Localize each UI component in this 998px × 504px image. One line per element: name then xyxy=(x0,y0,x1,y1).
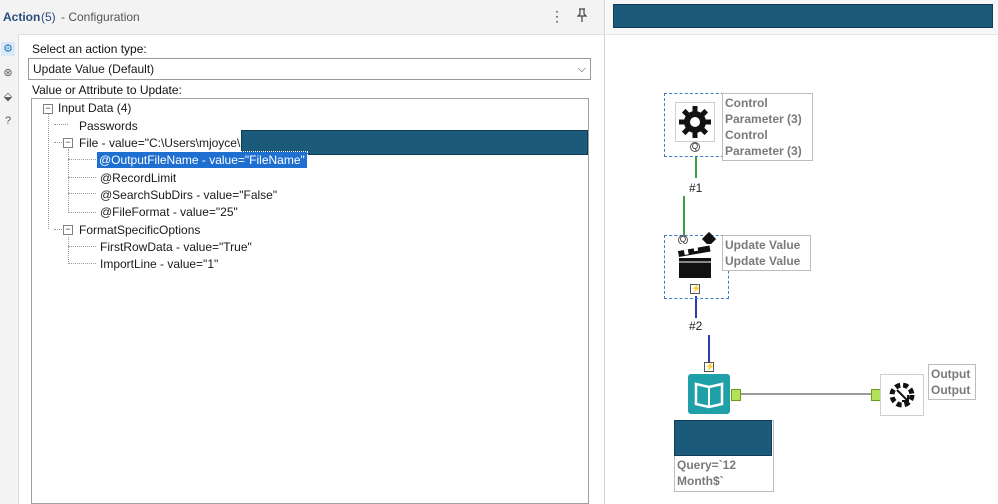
tree-line xyxy=(54,229,62,230)
tree-node-file-format[interactable]: @FileFormat - value="25" xyxy=(100,205,238,219)
gear-arrow-icon xyxy=(889,382,915,408)
help-icon[interactable]: ? xyxy=(4,115,12,127)
tree-node-passwords[interactable]: Passwords xyxy=(79,119,138,133)
redacted-block xyxy=(613,4,993,28)
tree-line xyxy=(68,212,96,213)
panel-header: Action (5) - Configuration ⋮ xyxy=(0,0,604,35)
pin-icon[interactable] xyxy=(574,8,590,24)
tree-line xyxy=(48,113,49,229)
tree-node-import-line[interactable]: ImportLine - value="1" xyxy=(100,257,219,271)
control-parameter-label: Control Parameter (3) Control Parameter … xyxy=(722,93,813,161)
attribute-tree: − Input Data (4) Passwords − File - valu… xyxy=(31,98,589,504)
lightning-anchor-icon[interactable]: ⚡ xyxy=(690,284,701,294)
side-rail: ⚙ ⊛ ⬙ ? xyxy=(0,34,19,504)
input-data-tool[interactable] xyxy=(688,374,730,414)
panel-subtitle: - Configuration xyxy=(61,10,140,24)
macro-output-tool[interactable] xyxy=(880,374,924,416)
connection-label-1: #1 xyxy=(689,181,703,195)
collapse-input-data-icon[interactable]: − xyxy=(43,104,53,114)
canvas-topbar xyxy=(606,0,998,35)
output-anchor-icon[interactable] xyxy=(731,389,741,401)
tree-node-format-specific-options[interactable]: FormatSpecificOptions xyxy=(79,223,201,237)
clapperboard-icon xyxy=(677,245,711,278)
configuration-panel: Action (5) - Configuration ⋮ ⚙ ⊛ ⬙ ? Sel… xyxy=(0,0,605,504)
more-options-icon[interactable]: ⋮ xyxy=(550,8,564,24)
connection-label-2: #2 xyxy=(689,319,703,333)
chevron-down-icon[interactable]: ⌵ xyxy=(577,63,586,75)
tree-line xyxy=(68,159,96,160)
redacted-block xyxy=(241,130,588,155)
update-value-label: Update Value Update Value xyxy=(722,235,811,271)
lightning-anchor-icon[interactable]: ⚡ xyxy=(704,362,715,372)
tree-node-record-limit[interactable]: @RecordLimit xyxy=(100,171,177,185)
tag-icon[interactable]: ⬙ xyxy=(3,91,13,103)
action-tool[interactable] xyxy=(676,244,714,280)
book-icon xyxy=(694,382,724,409)
connector-lines xyxy=(683,156,874,395)
action-icon[interactable]: ⊛ xyxy=(3,67,13,79)
tree-line xyxy=(68,177,96,178)
panel-title: Action xyxy=(3,10,41,24)
tree-node-search-sub-dirs[interactable]: @SearchSubDirs - value="False" xyxy=(100,188,278,202)
tree-line xyxy=(68,246,96,247)
value-attribute-label: Value or Attribute to Update: xyxy=(32,83,182,97)
tree-node-first-row-data[interactable]: FirstRowData - value="True" xyxy=(100,240,252,254)
redacted-block xyxy=(674,420,772,456)
control-parameter-tool[interactable] xyxy=(675,102,715,142)
panel-title-count: (5) xyxy=(41,10,56,24)
gear-icon xyxy=(679,106,711,138)
tree-node-input-data[interactable]: Input Data (4) xyxy=(58,101,132,115)
tree-line xyxy=(68,237,69,264)
action-type-select[interactable]: Update Value (Default) ⌵ xyxy=(28,58,591,80)
tree-node-file[interactable]: File - value="C:\Users\mjoyce\ xyxy=(79,136,241,150)
tree-line xyxy=(68,149,69,213)
collapse-file-icon[interactable]: − xyxy=(63,138,73,148)
question-anchor-icon[interactable]: Q xyxy=(690,142,700,152)
tree-line xyxy=(68,193,96,194)
tree-line xyxy=(54,142,62,143)
action-type-label: Select an action type: xyxy=(32,42,147,56)
gear-icon[interactable]: ⚙ xyxy=(1,42,15,56)
tree-line xyxy=(68,263,96,264)
action-type-value: Update Value (Default) xyxy=(33,62,155,76)
collapse-format-options-icon[interactable]: − xyxy=(63,225,73,235)
output-label: Output Output xyxy=(928,364,976,400)
tree-node-output-file-name[interactable]: @OutputFileName - value="FileName" xyxy=(96,151,308,169)
tree-line xyxy=(54,124,68,125)
